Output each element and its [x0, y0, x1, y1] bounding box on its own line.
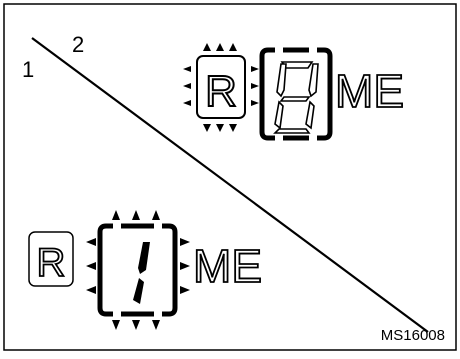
lower-digit-flash-ticks: [86, 210, 190, 330]
lower-r-box: [28, 231, 74, 287]
upper-digit-bracket-right: [317, 47, 333, 141]
lower-display: R 1 ME: [28, 210, 263, 330]
lower-me-text: ME: [193, 240, 262, 292]
lower-digit-bracket-left: [97, 223, 113, 317]
lower-seven-segment-digit: [133, 242, 150, 304]
figure-code: MS16008: [381, 327, 445, 344]
lower-digit-bracket-right: [162, 223, 178, 317]
upper-r-box: [196, 55, 246, 119]
upper-seven-segment-digit: [273, 61, 319, 134]
upper-r-letter: R: [205, 67, 237, 116]
upper-digit-bracket-left: [259, 47, 275, 141]
label-one: 1: [22, 57, 34, 82]
upper-r-flash-ticks: [183, 43, 259, 132]
lower-r-letter: R: [37, 241, 66, 285]
upper-display: R 8 ME: [183, 43, 405, 141]
diagonal-divider: [31, 37, 429, 333]
upper-me-text: ME: [335, 65, 404, 117]
label-two: 2: [72, 32, 84, 57]
